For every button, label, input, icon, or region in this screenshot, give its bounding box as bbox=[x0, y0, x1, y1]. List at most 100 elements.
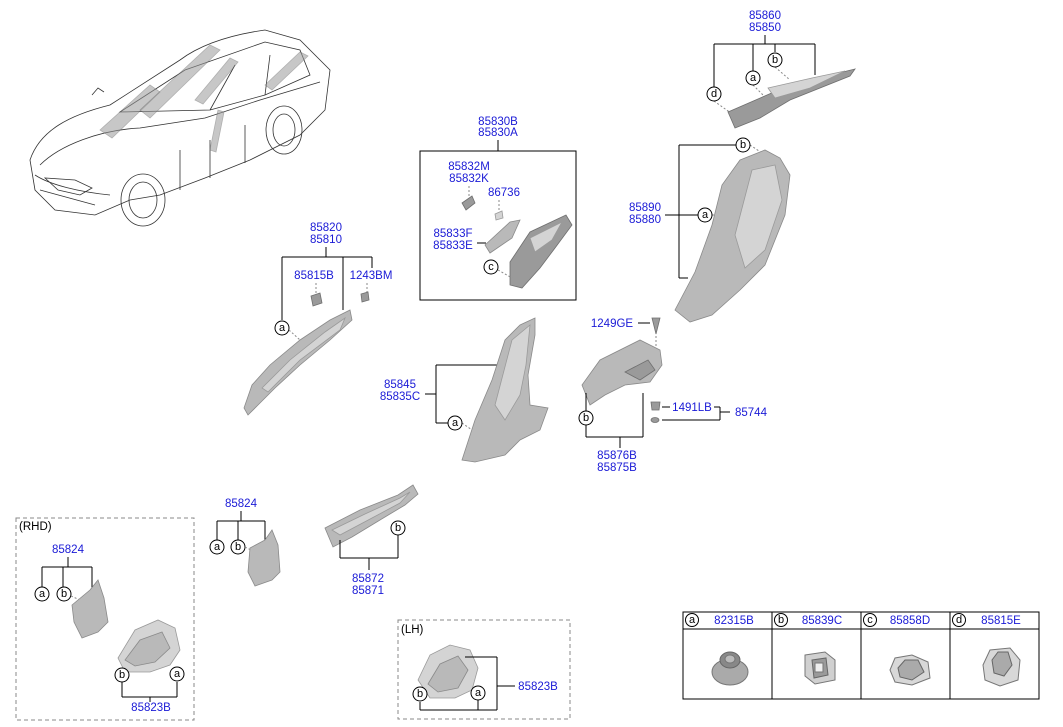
part-number-85890: 85890 bbox=[629, 202, 661, 214]
part-number-85833E: 85833E bbox=[433, 240, 473, 252]
callout-c bbox=[483, 259, 499, 275]
svg-text:a: a bbox=[702, 209, 709, 221]
svg-text:a: a bbox=[689, 614, 696, 626]
svg-text:b: b bbox=[583, 412, 589, 424]
callout-a bbox=[697, 207, 713, 223]
svg-text:a: a bbox=[279, 322, 286, 334]
rhd-region: (RHD) 85824 a b b a 85823B bbox=[15, 517, 195, 721]
legend-callout-a bbox=[685, 613, 699, 627]
svg-text:a: a bbox=[475, 687, 482, 699]
part-number-85875B: 85875B bbox=[597, 462, 637, 474]
svg-text:b: b bbox=[778, 614, 784, 626]
callout-b bbox=[390, 520, 406, 536]
callout-a bbox=[209, 539, 225, 555]
pillar-cover-shape bbox=[509, 214, 573, 289]
group-85876B-85875B: 1249GE b 85876B 85875B 1491LB 85744 bbox=[578, 317, 768, 474]
svg-text:d: d bbox=[956, 614, 962, 626]
group-85830B-85830A: 85830B 85830A 85832M 85832K 86736 85833F… bbox=[419, 116, 577, 301]
legend-part-85839C: 85839C bbox=[802, 615, 842, 627]
svg-text:d: d bbox=[711, 88, 717, 100]
group-85872-85871: b 85872 85871 bbox=[324, 484, 419, 597]
part-number-85815B: 85815B bbox=[294, 270, 334, 282]
part-number-85830A: 85830A bbox=[478, 127, 518, 139]
legend-part-82315B: 82315B bbox=[714, 615, 754, 627]
svg-text:b: b bbox=[740, 139, 746, 151]
part-number-85823B-lh: 85823B bbox=[518, 681, 558, 693]
part-number-85832M: 85832M bbox=[448, 161, 490, 173]
part-number-85845: 85845 bbox=[384, 379, 416, 391]
part-number-1249GE: 1249GE bbox=[591, 318, 634, 330]
callout-b bbox=[56, 586, 72, 602]
part-number-85872: 85872 bbox=[352, 573, 384, 585]
part-number-1243BM: 1243BM bbox=[350, 270, 393, 282]
svg-text:c: c bbox=[488, 261, 494, 273]
svg-text:b: b bbox=[61, 588, 67, 600]
fastener-legend-table: a 82315B b 85839C c 85858D d 85815E bbox=[682, 611, 1040, 700]
part-number-85824: 85824 bbox=[225, 498, 258, 510]
retainer-clip-icon bbox=[982, 647, 1021, 687]
part-number-85871: 85871 bbox=[352, 585, 384, 597]
callout-a bbox=[470, 685, 486, 701]
svg-text:a: a bbox=[214, 541, 221, 553]
part-number-85832K: 85832K bbox=[449, 173, 489, 185]
group-85845-85835C: 85845 85835C a bbox=[380, 317, 549, 463]
rhd-dashed-box bbox=[15, 517, 195, 721]
svg-text:b: b bbox=[395, 522, 401, 534]
part-number-1491LB: 1491LB bbox=[672, 402, 712, 414]
legend-callout-b bbox=[774, 613, 788, 627]
legend-callout-c bbox=[863, 613, 877, 627]
part-number-85824-rhd: 85824 bbox=[52, 544, 85, 556]
grommet-clip-icon bbox=[711, 651, 749, 686]
callout-a bbox=[745, 70, 761, 86]
group-85820-85810: 85820 85810 85815B 1243BM a bbox=[243, 222, 393, 416]
part-number-86736: 86736 bbox=[488, 187, 520, 199]
svg-text:a: a bbox=[174, 668, 181, 680]
part-number-85833F: 85833F bbox=[433, 228, 472, 240]
svg-text:a: a bbox=[452, 417, 459, 429]
callout-b bbox=[578, 410, 594, 426]
callout-a bbox=[34, 586, 50, 602]
callout-b bbox=[735, 137, 751, 153]
callout-a bbox=[274, 320, 290, 336]
kick-panel-shape bbox=[247, 529, 281, 587]
part-number-85835C: 85835C bbox=[380, 391, 420, 403]
c-pillar-lower-trim-shape bbox=[581, 339, 663, 406]
legend-part-85815E: 85815E bbox=[981, 615, 1021, 627]
svg-text:b: b bbox=[772, 54, 778, 66]
part-number-85820: 85820 bbox=[310, 222, 342, 234]
vehicle-overview-illustration bbox=[29, 29, 331, 227]
lh-dashed-box bbox=[397, 619, 571, 720]
part-number-85744: 85744 bbox=[735, 407, 768, 419]
square-clip-icon bbox=[804, 651, 836, 685]
legend-callout-d bbox=[952, 613, 966, 627]
kick-panel-rhd-shape bbox=[71, 579, 109, 639]
trim-clip-icon bbox=[889, 654, 931, 686]
detail-box-85830 bbox=[419, 150, 577, 301]
rhd-label: (RHD) bbox=[19, 521, 52, 533]
part-number-85810: 85810 bbox=[310, 234, 342, 246]
part-number-85830B: 85830B bbox=[478, 116, 518, 128]
pillar-garnish-shape bbox=[484, 219, 521, 254]
group-85890-85880: 85890 85880 b a bbox=[629, 137, 791, 323]
callout-d bbox=[706, 86, 722, 102]
svg-text:a: a bbox=[39, 588, 46, 600]
part-number-85880: 85880 bbox=[629, 214, 661, 226]
part-number-85850: 85850 bbox=[749, 22, 781, 34]
group-85824-mid: 85824 a b bbox=[209, 498, 281, 587]
legend-part-85858D: 85858D bbox=[890, 615, 930, 627]
svg-text:c: c bbox=[867, 614, 873, 626]
part-number-85823B-rhd: 85823B bbox=[131, 702, 171, 714]
callout-a bbox=[447, 415, 463, 431]
svg-text:a: a bbox=[750, 72, 757, 84]
part-number-85876B: 85876B bbox=[597, 450, 637, 462]
svg-text:b: b bbox=[417, 688, 423, 700]
callout-a bbox=[169, 666, 185, 682]
callout-b bbox=[767, 52, 783, 68]
part-number-85860: 85860 bbox=[749, 10, 781, 22]
svg-text:b: b bbox=[235, 541, 241, 553]
lh-region: (LH) b a 85823B bbox=[397, 619, 571, 720]
svg-text:b: b bbox=[119, 669, 125, 681]
group-85860-85850: 85860 85850 d a b bbox=[706, 10, 856, 129]
callout-b bbox=[114, 667, 130, 683]
